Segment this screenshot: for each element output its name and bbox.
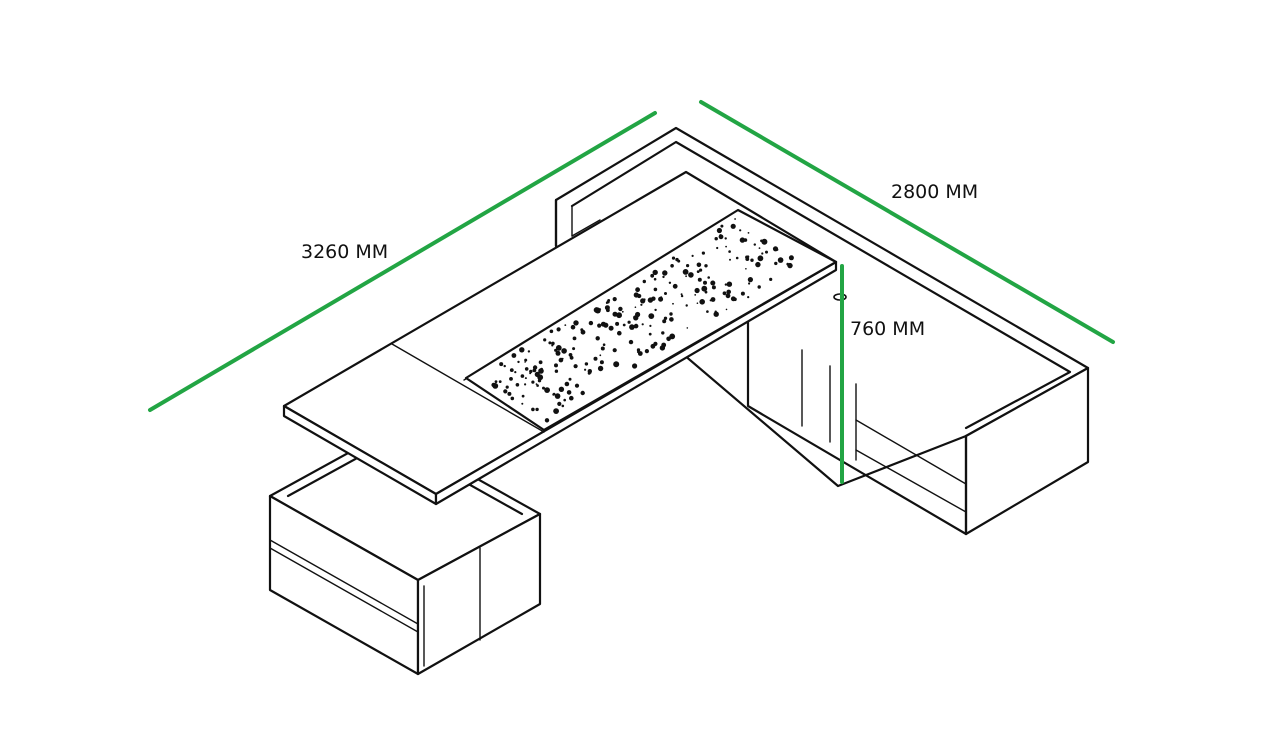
stone-inlay: [464, 208, 838, 432]
depth-label: 2800 MM: [891, 181, 979, 203]
length-dimension-line: [148, 111, 657, 412]
depth-dimension-line: [699, 100, 1115, 344]
height-label: 760 MM: [850, 318, 926, 340]
length-label: 3260 MM: [301, 241, 389, 263]
stone-speckles: [491, 218, 794, 423]
